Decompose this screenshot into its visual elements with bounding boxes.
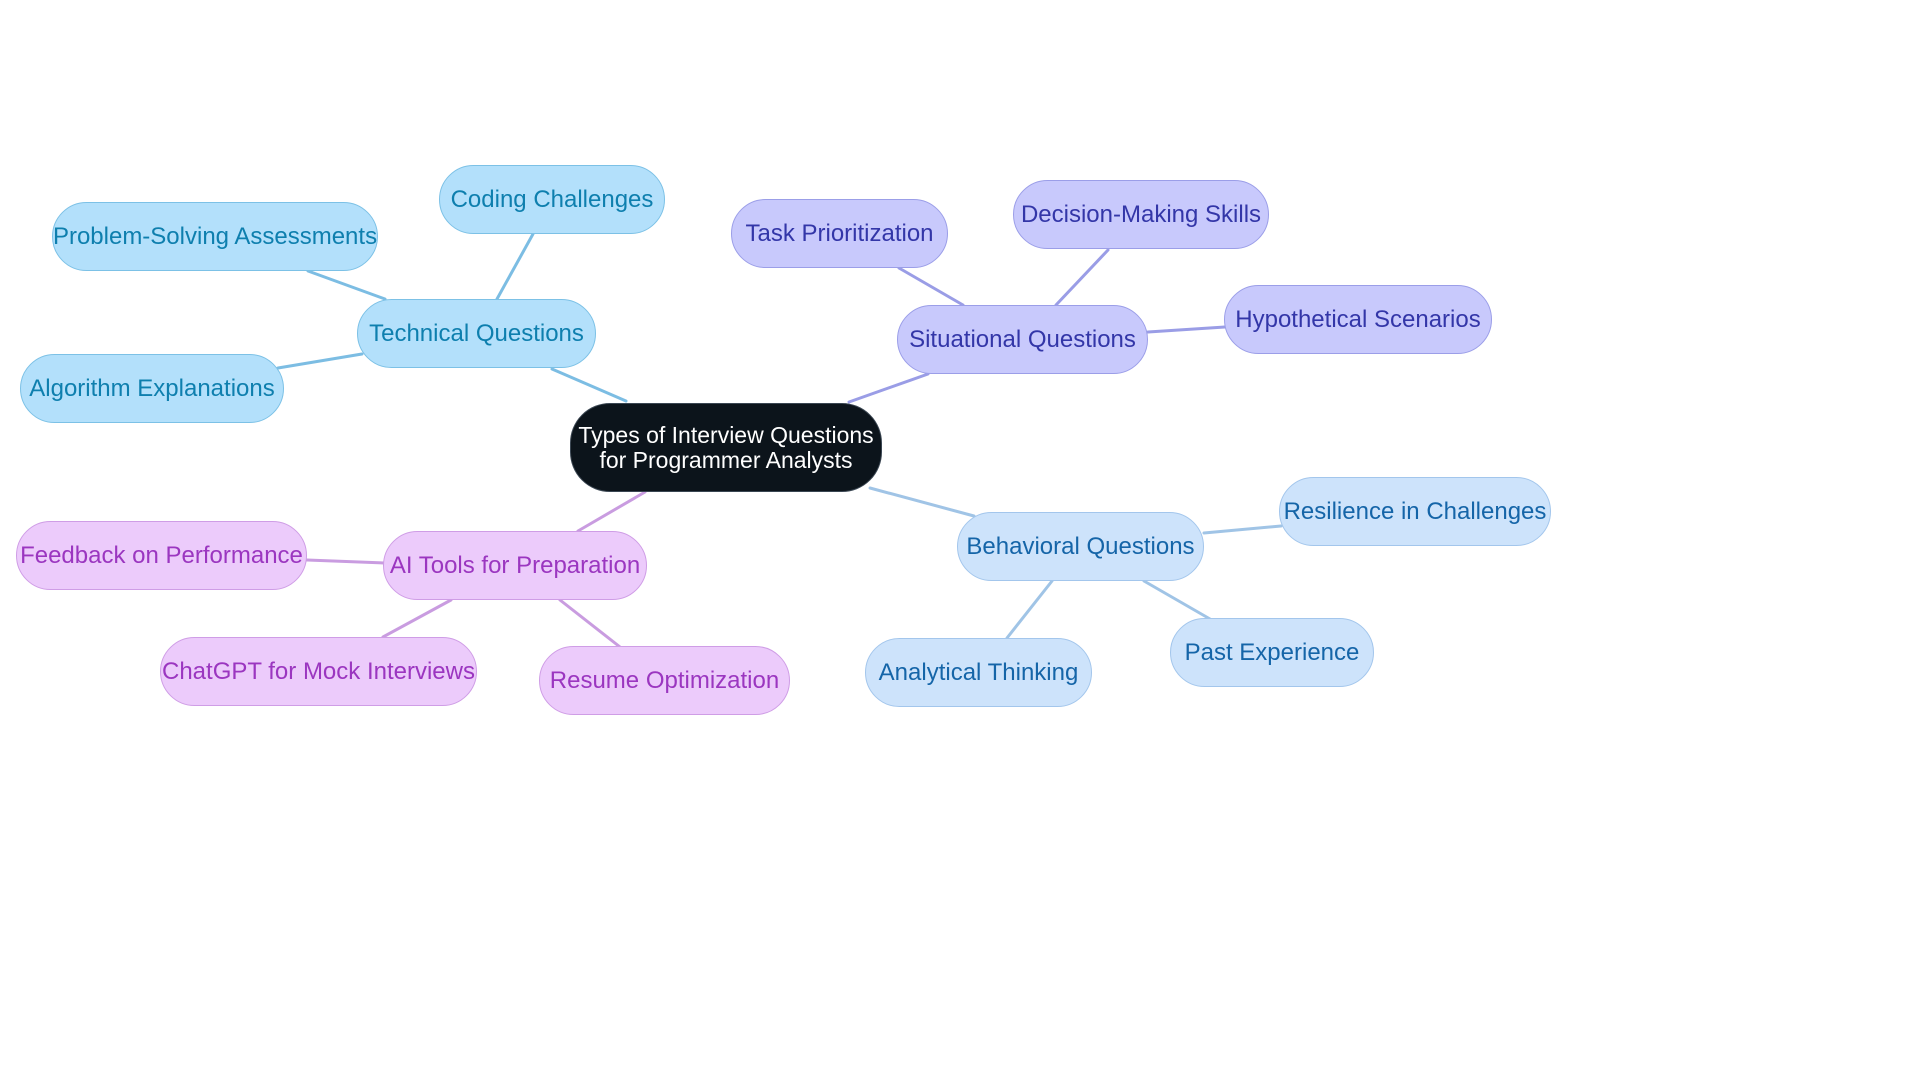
node-coding-challenges: Coding Challenges bbox=[439, 165, 665, 234]
edge-decision-making bbox=[1054, 248, 1110, 307]
edge-situational bbox=[847, 372, 930, 404]
edge-technical bbox=[550, 367, 628, 403]
node-label: Feedback on Performance bbox=[20, 541, 303, 569]
node-decision-making: Decision-Making Skills bbox=[1013, 180, 1269, 249]
node-label: Resilience in Challenges bbox=[1283, 497, 1547, 525]
node-behavioral: Behavioral Questions bbox=[957, 512, 1204, 581]
node-label: AI Tools for Preparation bbox=[389, 551, 641, 579]
node-label: Analytical Thinking bbox=[878, 658, 1079, 686]
node-label: Behavioral Questions bbox=[966, 532, 1195, 560]
node-technical: Technical Questions bbox=[357, 299, 596, 368]
node-analytical-thinking: Analytical Thinking bbox=[865, 638, 1092, 707]
node-label: Problem-Solving Assessments bbox=[52, 222, 378, 250]
node-problem-solving: Problem-Solving Assessments bbox=[52, 202, 378, 271]
node-feedback-performance: Feedback on Performance bbox=[16, 521, 307, 590]
edge-chatgpt-mock bbox=[381, 598, 453, 639]
node-label: Task Prioritization bbox=[745, 219, 934, 247]
node-label: Technical Questions bbox=[369, 319, 584, 347]
edge-ai-tools bbox=[576, 490, 647, 533]
node-label: Coding Challenges bbox=[450, 185, 654, 213]
root-title-line: for Programmer Analysts bbox=[599, 446, 853, 473]
node-resume-optimization: Resume Optimization bbox=[539, 646, 790, 715]
node-label: Situational Questions bbox=[909, 325, 1136, 353]
node-ai-tools: AI Tools for Preparation bbox=[383, 531, 647, 600]
edge-resilience bbox=[1202, 524, 1283, 535]
node-situational: Situational Questions bbox=[897, 305, 1148, 374]
node-hypothetical-scenarios: Hypothetical Scenarios bbox=[1224, 285, 1492, 354]
node-label: Past Experience bbox=[1184, 638, 1360, 666]
root-title-line: Types of Interview Questions bbox=[578, 421, 874, 448]
edge-resume-optimization bbox=[558, 598, 622, 649]
node-resilience: Resilience in Challenges bbox=[1279, 477, 1551, 546]
node-label: ChatGPT for Mock Interviews bbox=[162, 657, 475, 685]
edge-algorithm-explanations bbox=[276, 352, 364, 370]
edge-coding-challenges bbox=[495, 232, 535, 301]
node-label: Hypothetical Scenarios bbox=[1235, 305, 1481, 333]
node-chatgpt-mock: ChatGPT for Mock Interviews bbox=[160, 637, 477, 706]
node-label: Algorithm Explanations bbox=[29, 374, 275, 402]
edge-hypothetical-scenarios bbox=[1146, 325, 1227, 334]
edge-analytical-thinking bbox=[1005, 579, 1054, 640]
edge-behavioral bbox=[868, 486, 976, 518]
node-label: Decision-Making Skills bbox=[1020, 200, 1262, 228]
node-algorithm-explanations: Algorithm Explanations bbox=[20, 354, 284, 423]
edge-task-prioritization bbox=[897, 266, 965, 307]
edge-problem-solving bbox=[306, 269, 387, 301]
node-task-prioritization: Task Prioritization bbox=[731, 199, 948, 268]
edge-feedback-performance bbox=[305, 558, 386, 565]
node-past-experience: Past Experience bbox=[1170, 618, 1374, 687]
node-label: Resume Optimization bbox=[549, 666, 780, 694]
edge-past-experience bbox=[1142, 579, 1212, 621]
